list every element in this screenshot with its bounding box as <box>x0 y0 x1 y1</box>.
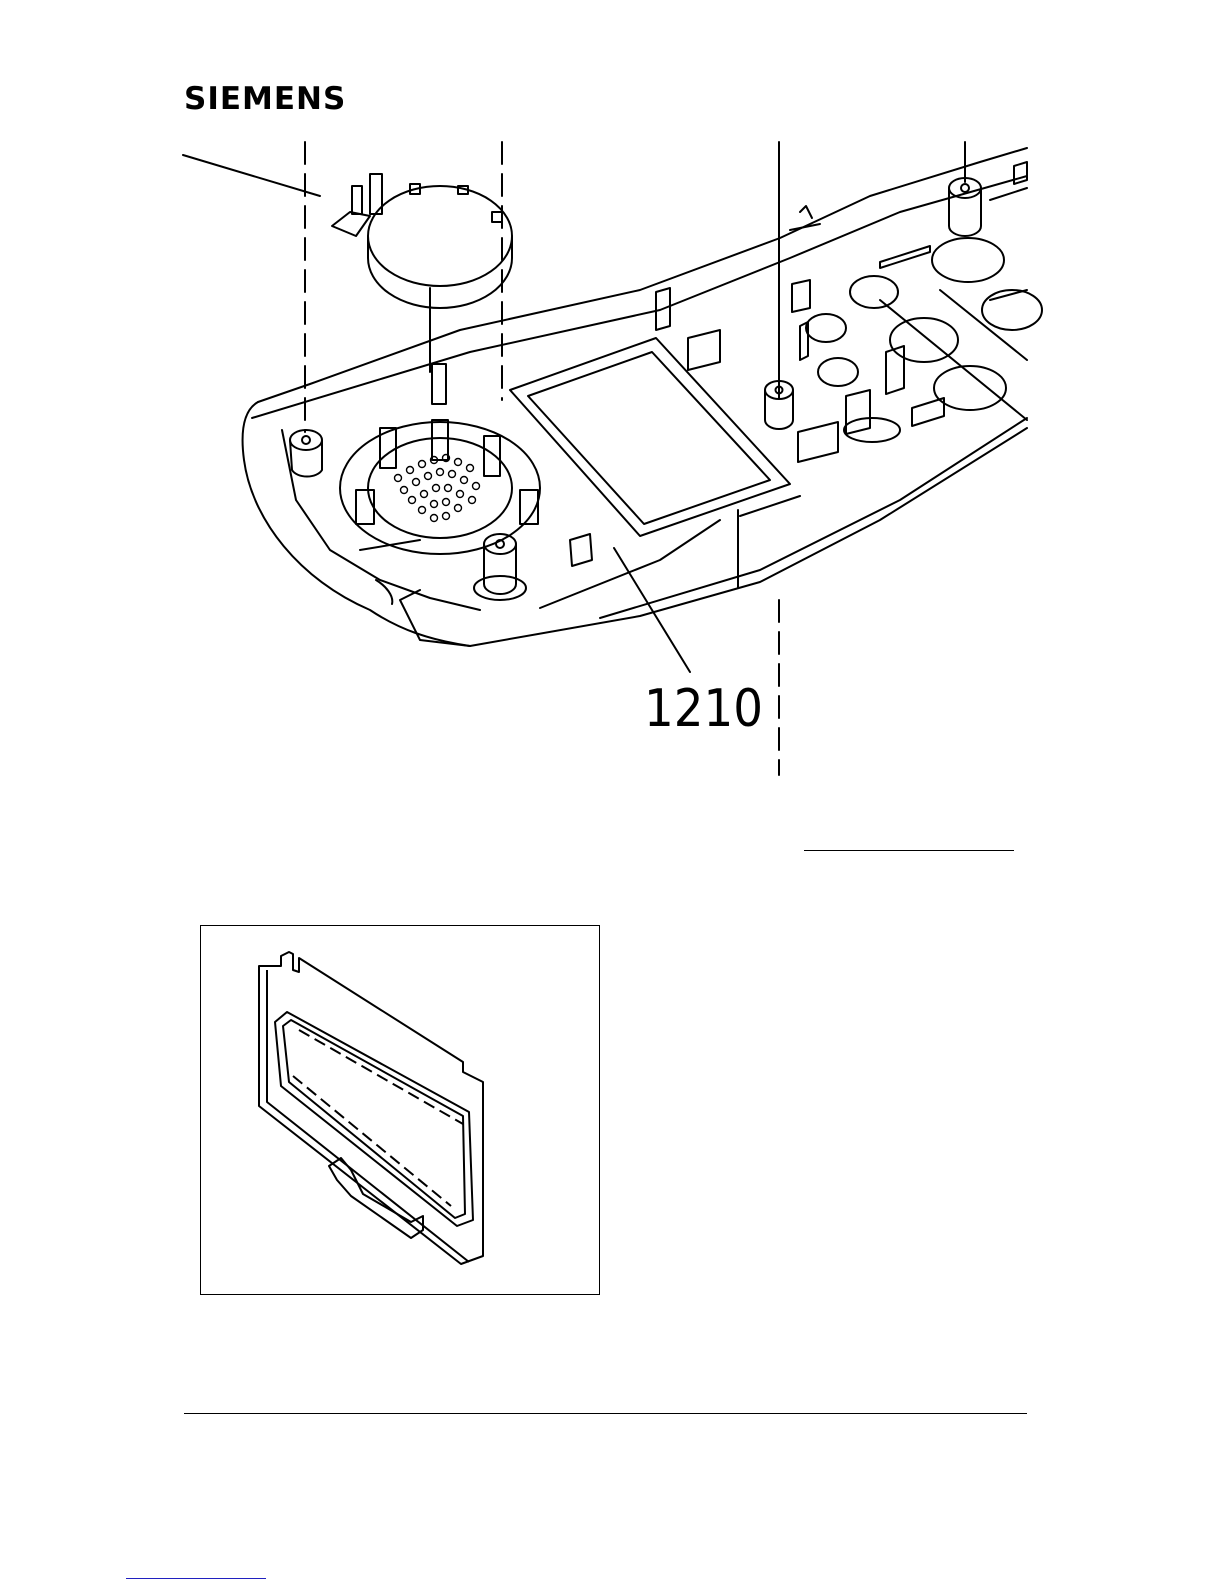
display-window-outer <box>510 338 790 536</box>
keypad-holes-icon <box>806 238 1042 442</box>
display-frame-icon <box>201 926 599 1294</box>
speaker-grille-holes <box>395 455 480 522</box>
footer-link-underline[interactable] <box>126 1578 266 1579</box>
screw-post-left-icon <box>290 430 322 477</box>
screw-post-top-icon <box>949 178 981 236</box>
divider-line-top-right <box>804 850 1014 851</box>
exploded-view-diagram: 1210 <box>0 0 1225 800</box>
part-number-label: 1210 <box>644 679 763 739</box>
display-window-inner <box>528 352 770 524</box>
speaker-cap-icon <box>332 174 512 372</box>
leader-line-speaker-cap <box>183 155 320 196</box>
screw-post-bottom-icon <box>474 534 526 600</box>
display-frame-inset <box>200 925 600 1295</box>
handset-front-housing-icon <box>243 148 1042 646</box>
footer-divider <box>184 1413 1027 1414</box>
